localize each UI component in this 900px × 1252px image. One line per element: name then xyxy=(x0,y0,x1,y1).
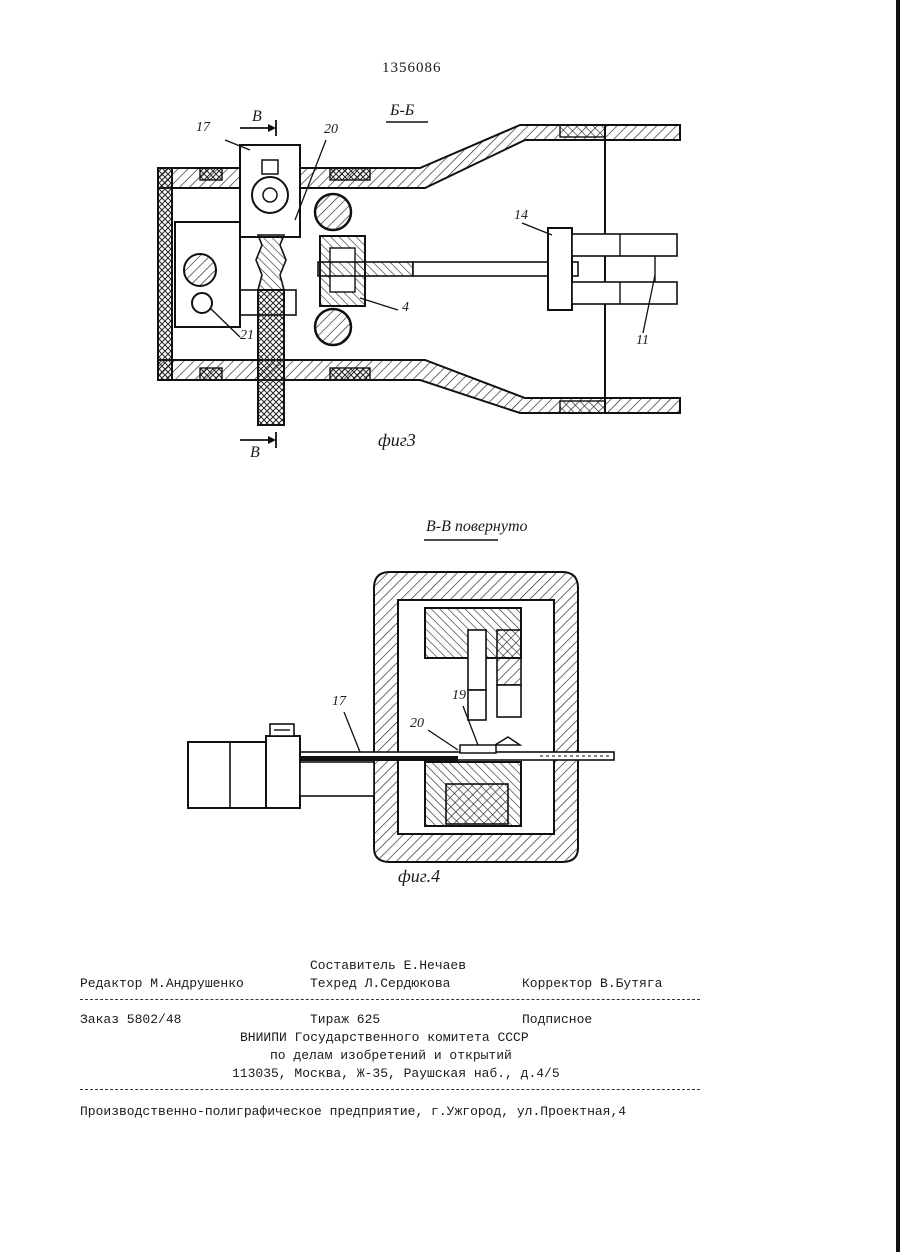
imprint-divider-2 xyxy=(80,1089,700,1090)
imprint-techred: Техред Л.Сердюкова xyxy=(310,976,450,991)
imprint-order: Заказ 5802/48 xyxy=(80,1012,181,1027)
fig4-callout-17: 17 xyxy=(332,694,346,710)
imprint-divider-1 xyxy=(80,999,700,1000)
imprint-corrector: Корректор В.Бутяга xyxy=(522,976,662,991)
imprint-org-line2: по делам изобретений и открытий xyxy=(270,1048,512,1063)
fig4-callout-19: 19 xyxy=(452,688,466,704)
imprint-org-line1: ВНИИПИ Государственного комитета СССР xyxy=(240,1030,529,1045)
imprint-address: 113035, Москва, Ж-35, Раушская наб., д.4… xyxy=(232,1066,560,1081)
fig4-caption: фиг.4 xyxy=(398,866,440,887)
imprint-subscription: Подписное xyxy=(522,1012,592,1027)
fig4-callout-20: 20 xyxy=(410,716,424,732)
imprint-compiler: Составитель Е.Нечаев xyxy=(310,958,466,973)
imprint-circulation: Тираж 625 xyxy=(310,1012,380,1027)
imprint-printer: Производственно-полиграфическое предприя… xyxy=(80,1104,626,1119)
fig4-section-label: В-В повернуто xyxy=(426,518,528,536)
imprint-editor: Редактор М.Андрушенко xyxy=(80,976,244,991)
